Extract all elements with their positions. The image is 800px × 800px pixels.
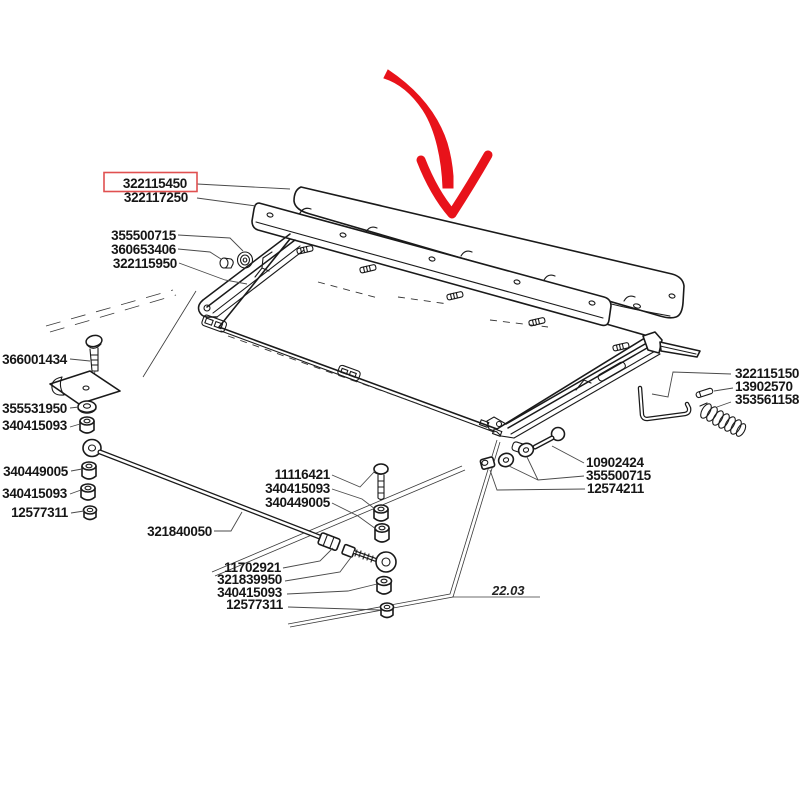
left-washer-bushing-stack xyxy=(77,400,102,521)
panel-feet xyxy=(337,364,361,382)
part-label-11116421[interactable]: 11116421 xyxy=(275,467,332,482)
part-label-353561158[interactable]: 353561158 xyxy=(735,392,800,407)
chassis-reference-lines xyxy=(45,289,540,628)
part-label-340415093-c[interactable]: 340415093 xyxy=(265,481,331,496)
right-rail-drawing xyxy=(478,331,701,456)
part-label-12577311-b[interactable]: 12577311 xyxy=(226,597,284,612)
part-label-355531950[interactable]: 355531950 xyxy=(2,401,67,416)
part-label-12577311-a[interactable]: 12577311 xyxy=(11,505,69,520)
part-label-13902570[interactable]: 13902570 xyxy=(735,379,793,394)
part-label-322117250[interactable]: 322117250 xyxy=(124,190,188,205)
part-label-321839950[interactable]: 321839950 xyxy=(217,572,282,587)
part-label-322115450[interactable]: 322115450 xyxy=(123,176,187,191)
front-strip-drawing xyxy=(251,202,612,327)
part-label-340415093-b[interactable]: 340415093 xyxy=(2,486,68,501)
red-arrow-marker xyxy=(383,69,493,219)
plate-bolt-assembly xyxy=(49,334,121,405)
part-label-340415093-d[interactable]: 340415093 xyxy=(217,585,283,600)
panel-screws xyxy=(296,245,630,352)
left-rail-drawing xyxy=(197,233,305,333)
part-label-340415093-a[interactable]: 340415093 xyxy=(2,418,68,433)
part-label-321840050[interactable]: 321840050 xyxy=(147,524,212,539)
part-label-355500715[interactable]: 355500715 xyxy=(111,228,177,243)
lever-pin-spring xyxy=(637,385,747,437)
bolt-washer-nut-group xyxy=(479,426,566,470)
part-label-12574211[interactable]: 12574211 xyxy=(587,481,645,496)
part-label-11702921[interactable]: 11702921 xyxy=(224,560,282,575)
part-label-322115150[interactable]: 322115150 xyxy=(735,366,799,381)
highlight-box xyxy=(103,171,198,193)
part-label-322115950[interactable]: 322115950 xyxy=(113,256,177,271)
grommet-and-plug xyxy=(219,251,254,269)
middle-stack xyxy=(373,463,395,619)
part-label-340449005-a[interactable]: 340449005 xyxy=(3,464,69,479)
part-label-366001434[interactable]: 366001434 xyxy=(2,352,68,367)
part-labels: 322115450 322117250 355500715 360653406 … xyxy=(2,176,800,612)
leader-lines xyxy=(69,183,734,611)
part-label-10902424[interactable]: 10902424 xyxy=(586,455,645,470)
section-reference-label: 22.03 xyxy=(491,583,525,598)
part-label-360653406[interactable]: 360653406 xyxy=(111,242,177,257)
rod-assembly xyxy=(97,449,397,573)
part-label-355500715-b[interactable]: 355500715 xyxy=(586,468,652,483)
part-label-340449005-b[interactable]: 340449005 xyxy=(265,495,331,510)
